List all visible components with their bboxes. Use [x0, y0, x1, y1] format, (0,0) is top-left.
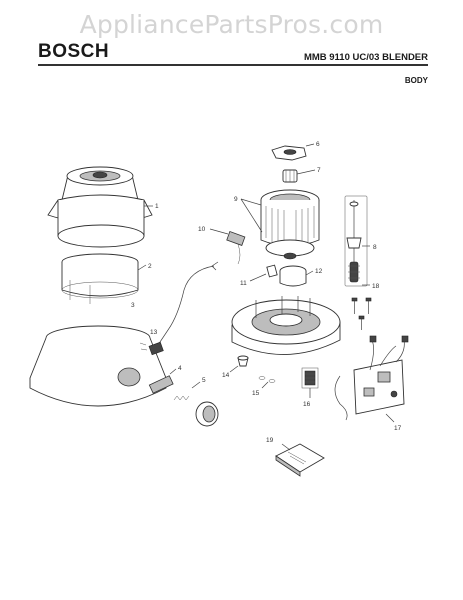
callout-9: 9	[234, 196, 238, 203]
part-6-cap	[271, 143, 315, 161]
callout-16: 16	[303, 401, 311, 408]
part-1-upper-housing	[47, 166, 153, 248]
part-7-coupling	[282, 169, 316, 183]
part-13-power-cord	[139, 261, 219, 356]
brand-logo: BOSCH	[38, 41, 110, 62]
callout-8: 8	[373, 244, 377, 251]
callout-10: 10	[198, 226, 206, 233]
callout-4: 4	[178, 365, 182, 372]
callout-6: 6	[316, 141, 320, 148]
callout-19: 19	[266, 437, 274, 444]
header-divider	[38, 64, 428, 66]
section-title: BODY	[404, 76, 428, 85]
part-4-switch	[148, 368, 177, 394]
part-3-base-housing	[29, 325, 167, 407]
callout-1: 1	[155, 203, 159, 210]
callout-7: 7	[317, 167, 321, 174]
callout-5: 5	[202, 377, 206, 384]
model-title: MMB 9110 UC/03 BLENDER	[303, 52, 428, 63]
callout-2: 2	[148, 263, 152, 270]
part-16-spring	[301, 367, 319, 398]
callout-12: 12	[315, 268, 323, 275]
part-2-ring	[61, 253, 147, 304]
callout-18: 18	[372, 283, 380, 290]
base-plate	[231, 296, 341, 355]
callout-13: 13	[150, 329, 158, 336]
part-12-collar	[279, 265, 314, 287]
callout-15: 15	[252, 390, 260, 397]
part-9-motor	[240, 189, 320, 260]
callout-labels: 1 2 3 4 5 6 7 8 9 10 11 12 13 14 15 16 1…	[131, 141, 402, 444]
part-8-shaft	[346, 200, 370, 283]
part-5-spring-knob	[173, 381, 219, 427]
part-15-feet	[258, 376, 276, 389]
callout-11: 11	[240, 280, 247, 287]
part-17-control-board	[334, 335, 409, 423]
part-18-screws	[344, 195, 372, 330]
part-14-foot	[229, 355, 249, 373]
watermark-text: AppliancePartsPros.com	[79, 10, 384, 39]
callout-17: 17	[394, 425, 402, 432]
callout-3: 3	[131, 302, 135, 309]
part-19-manual	[275, 443, 325, 477]
part-11-block	[249, 264, 278, 282]
part-10-clip	[209, 228, 246, 265]
callout-14: 14	[222, 372, 230, 379]
